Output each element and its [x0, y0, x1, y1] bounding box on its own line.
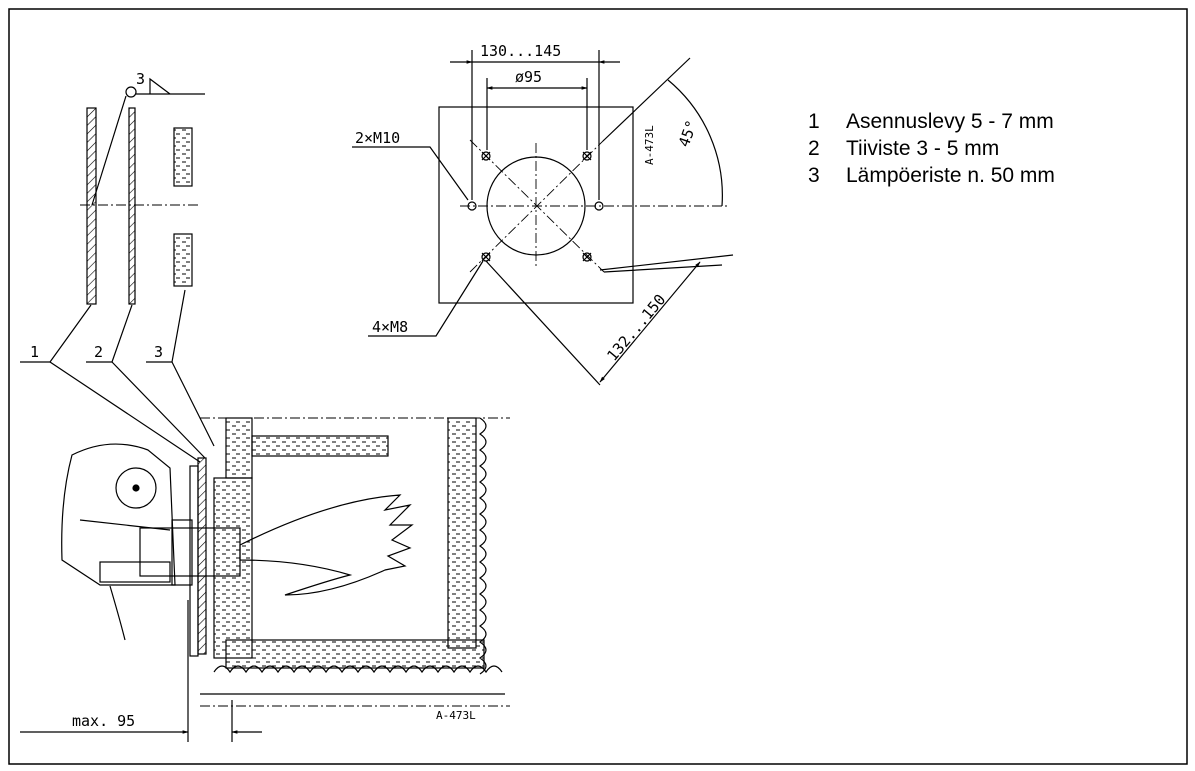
layer-gasket [128, 107, 136, 305]
exploded-layers [20, 77, 215, 463]
legend-num: 1 [808, 110, 820, 133]
callout-2: 2 [94, 343, 103, 361]
legend-item: 3 Lämpöeriste n. 50 mm [808, 162, 1055, 189]
dim-inner-label: ø95 [515, 68, 542, 86]
bolt-holes-m8 [481, 151, 592, 262]
legend-text: Lämpöeriste n. 50 mm [846, 164, 1055, 187]
drawing-border [8, 8, 1188, 765]
angle-label: 45° [675, 118, 701, 150]
bolt-hole-m10-right [594, 201, 604, 211]
callout-3: 3 [154, 343, 163, 361]
layer-plate [86, 107, 97, 305]
legend-item: 2 Tiiviste 3 - 5 mm [808, 135, 1055, 162]
boiler-section [20, 417, 510, 742]
legend-text: Tiiviste 3 - 5 mm [846, 137, 1000, 160]
bolt-hole-m10-left [467, 201, 477, 211]
flange-view [352, 50, 734, 386]
legend-num: 3 [808, 164, 820, 187]
flange-ref-code: A-473L [643, 125, 656, 165]
max-95-label: max. 95 [72, 712, 135, 730]
legend-text: Asennuslevy 5 - 7 mm [846, 110, 1054, 133]
detail-ref-label: 3 [136, 70, 145, 88]
parts-legend: 1 Asennuslevy 5 - 7 mm 2 Tiiviste 3 - 5 … [808, 108, 1055, 189]
legend-item: 1 Asennuslevy 5 - 7 mm [808, 108, 1055, 135]
diagonal-label: 132...150 [603, 291, 669, 365]
bolt-m10-label: 2×M10 [355, 129, 400, 147]
section-ref-code: A-473L [436, 709, 476, 722]
legend-num: 2 [808, 137, 820, 160]
bolt-m8-label: 4×M8 [372, 318, 408, 336]
dim-outer-label: 130...145 [480, 42, 561, 60]
callout-1: 1 [30, 343, 39, 361]
mounting-plate-outline [438, 106, 634, 304]
